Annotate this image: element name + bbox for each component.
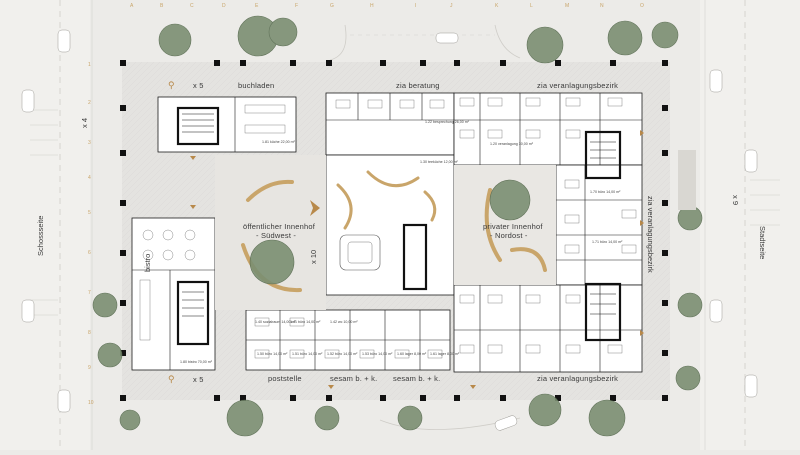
- bike-count-top: x 5: [193, 81, 204, 90]
- room-tag: 1.80 bistro 70,00 m²: [180, 360, 212, 364]
- grid-letter: H: [370, 3, 374, 9]
- room-tag: 1.70 büro 14,00 m²: [590, 190, 621, 194]
- grid-number: 5: [88, 210, 91, 216]
- grid-number: 3: [88, 140, 91, 146]
- grid-number: 10: [88, 400, 94, 406]
- room-tag: 1.53 büro 14,00 m²: [362, 352, 393, 356]
- room-tag: 1.50 büro 14,00 m²: [257, 352, 288, 356]
- label-poststelle: poststelle: [268, 374, 302, 383]
- car-count-right: x 9: [731, 195, 740, 206]
- room-tag: 1.71 büro 14,00 m²: [592, 240, 623, 244]
- room-tag: 1.81 küche 22,00 m²: [262, 140, 295, 144]
- bike-icon: ⚲: [168, 374, 175, 384]
- grid-letter: J: [450, 3, 453, 9]
- grid-letter: N: [600, 3, 604, 9]
- grid-number: 8: [88, 330, 91, 336]
- room-tag: 1.52 büro 14,00 m²: [327, 352, 358, 356]
- grid-number: 1: [88, 62, 91, 68]
- grid-letter: C: [190, 3, 194, 9]
- room-tag: 1.40 sozialraum 14,00 m²: [255, 320, 296, 324]
- label-buchladen: buchladen: [238, 81, 275, 90]
- label-zia-veranlagungsbezirk-top: zia veranlagungsbezirk: [537, 81, 619, 90]
- label-zia-beratung: zia beratung: [396, 81, 440, 90]
- grid-letter: E: [255, 3, 259, 9]
- grid-number: 4: [88, 175, 91, 181]
- street-west: [0, 0, 90, 450]
- grid-number: 6: [88, 250, 91, 256]
- grid-letter: B: [160, 3, 164, 9]
- label-zia-veranlagungsbezirk-right: zia veranlagungsbezirk: [646, 196, 655, 273]
- label-stadtseite: Stadtseite: [758, 226, 767, 260]
- room-tag: 1.41 büro 14,00 m²: [290, 320, 321, 324]
- grid-letter: L: [530, 3, 533, 9]
- label-privater-innenhof: privater Innenhof: [483, 222, 543, 231]
- grid-letter: D: [222, 3, 226, 9]
- label-oeffentlicher-innenhof: öffentlicher Innenhof: [243, 222, 316, 231]
- label-sesam-1: sesam b. + k.: [330, 374, 378, 383]
- bike-icon: ⚲: [168, 80, 175, 90]
- room-tag: 1.51 büro 14,00 m²: [292, 352, 323, 356]
- car-count-left: x 4: [80, 117, 89, 128]
- bike-count-center: x 10: [309, 249, 318, 264]
- label-zia-veranlagungsbezirk-bottom: zia veranlagungsbezirk: [537, 374, 619, 383]
- grid-letter: F: [295, 3, 299, 9]
- grid-number: 9: [88, 365, 91, 371]
- label-oeffentlicher-innenhof-sub: - Südwest -: [256, 231, 297, 240]
- room-tag: 1.22 besprechung 26,00 m²: [425, 120, 469, 124]
- room-tag: 1.20 veranlagung 30,00 m²: [490, 142, 533, 146]
- grid-letter: M: [565, 3, 570, 9]
- grid-number: 7: [88, 290, 91, 296]
- room-tag: 1.30 teeküche 12,00 m²: [420, 160, 458, 164]
- grid-letter: O: [640, 3, 644, 9]
- label-bistro: bistro: [143, 253, 152, 272]
- bike-count-bottom: x 5: [193, 375, 204, 384]
- grid-number: 2: [88, 100, 91, 106]
- grid-letter: A: [130, 3, 134, 9]
- label-schossseite: Schossseite: [36, 215, 45, 256]
- grid-letter: G: [330, 3, 334, 9]
- label-privater-innenhof-sub: - Nordost -: [490, 231, 528, 240]
- grid-letter: I: [415, 3, 417, 9]
- room-tag: 1.61 lager 8,00 m²: [430, 352, 460, 356]
- room-tag: 1.42 wc 10,00 m²: [330, 320, 358, 324]
- label-sesam-2: sesam b. + k.: [393, 374, 441, 383]
- room-tag: 1.60 lager 8,00 m²: [397, 352, 427, 356]
- grid-letter: K: [495, 3, 499, 9]
